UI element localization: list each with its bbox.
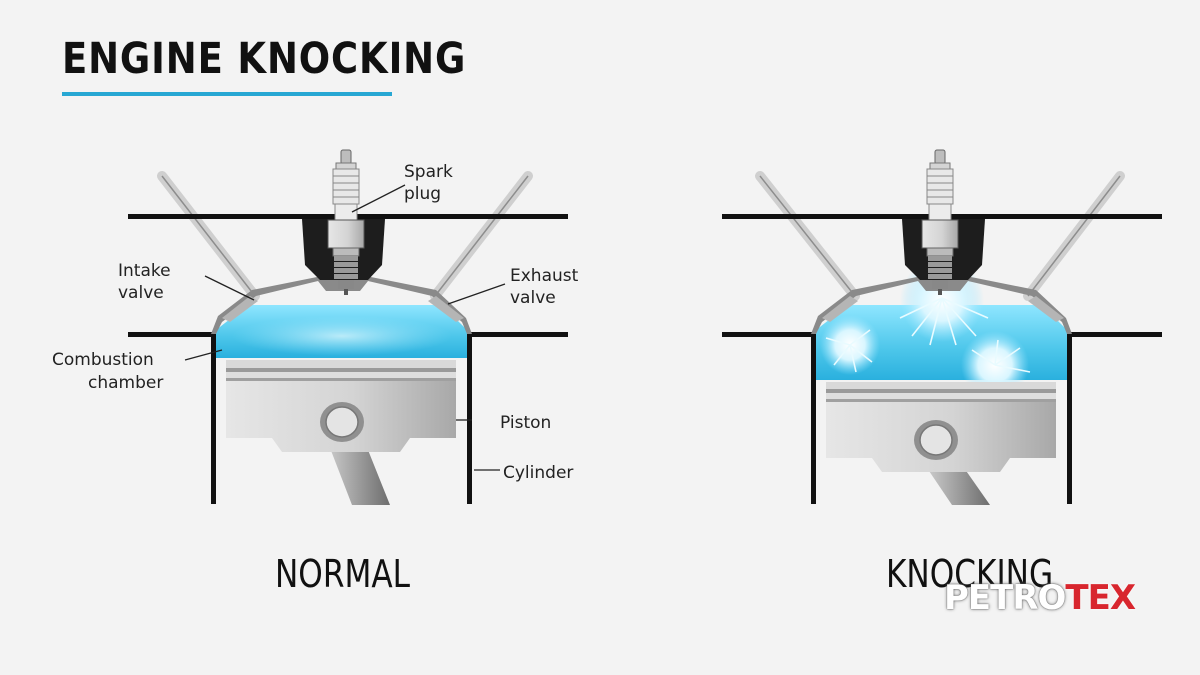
- piston-label: Piston: [500, 413, 551, 433]
- petrotex-logo: PETROTEX: [944, 578, 1136, 618]
- cylinder-wall-right: [1067, 336, 1072, 504]
- intake-valve-stem-edge: [161, 175, 256, 297]
- cylinder-wall-left: [811, 336, 816, 504]
- spark-plug-label-line2: plug: [404, 184, 441, 204]
- intake-valve-head: [222, 296, 258, 322]
- exhaust-valve-label-line1: Exhaust: [510, 266, 579, 286]
- spark-plug-label-line1: Spark: [404, 162, 453, 182]
- chamber-glow: [232, 316, 452, 356]
- intake-valve-label-line2: valve: [118, 283, 164, 303]
- logo-text-tex: TEX: [1065, 578, 1136, 618]
- piston: [826, 382, 1056, 472]
- cylinder-head-dome: [211, 276, 472, 334]
- connecting-rod: [325, 435, 390, 505]
- exhaust-valve-stem-edge: [1027, 175, 1121, 297]
- connecting-rod: [925, 465, 990, 505]
- exhaust-valve-label-line2: valve: [510, 288, 556, 308]
- spark-plug: [327, 149, 365, 295]
- combustion-chamber-label-line1: Combustion: [52, 350, 154, 370]
- cylinder-label: Cylinder: [503, 463, 573, 483]
- intake-valve-head: [822, 296, 858, 322]
- caption-knocking: KNOCKING: [886, 552, 1054, 596]
- piston: [226, 360, 456, 452]
- exhaust-valve-head: [428, 296, 464, 322]
- leader-lines: [184, 184, 506, 471]
- combustion-chamber-label-line2: chamber: [88, 373, 163, 393]
- cylinder-wall-left: [211, 336, 216, 504]
- spark-plug: [921, 149, 959, 295]
- intake-valve-label-line1: Intake: [118, 261, 171, 281]
- exhaust-valve-head: [1028, 296, 1064, 322]
- exhaust-valve-stem-edge: [434, 175, 529, 297]
- knocking-engine-diagram: [722, 149, 1162, 505]
- normal-engine-diagram: Spark plug Intake valve Exhaust valve Co…: [52, 149, 579, 505]
- page-title: ENGINE KNOCKING: [62, 34, 467, 84]
- intake-valve-stem-edge: [759, 175, 856, 297]
- cylinder-head-dome: [811, 276, 1072, 334]
- title-underline: [62, 92, 392, 96]
- pressure-wave-arrows: [825, 297, 1031, 373]
- caption-normal: NORMAL: [275, 552, 411, 596]
- logo-text-petro: PETRO: [944, 578, 1066, 618]
